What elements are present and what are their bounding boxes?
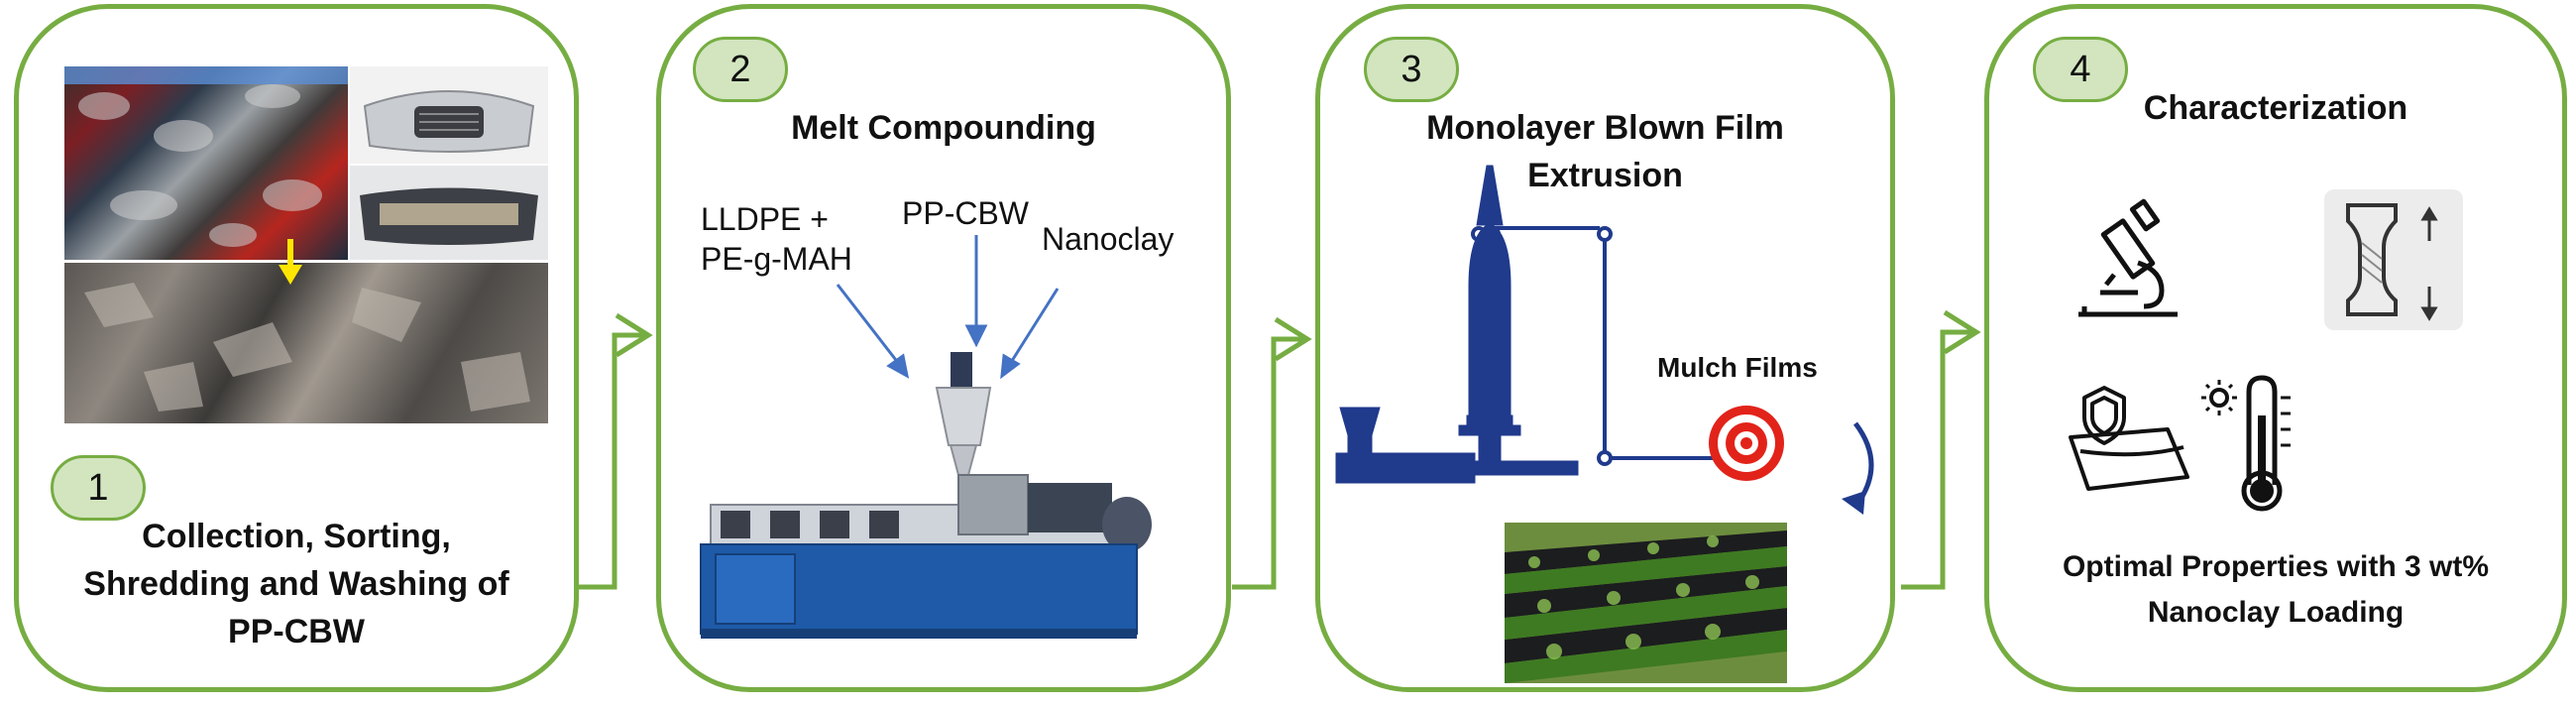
feed-arrow-nanoclay <box>1008 288 1060 365</box>
connector-2-3 <box>1232 336 1303 590</box>
car-front-bumper-photo <box>350 66 548 164</box>
step-1-caption-line-2: Shredding and Washing of <box>83 565 509 603</box>
connector-arrowhead-1 <box>615 312 653 358</box>
step-1-badge: 1 <box>51 455 146 521</box>
feed-arrow-lldpe <box>836 284 901 365</box>
compounding-graphic <box>700 235 1152 639</box>
connector-arrowhead-3 <box>1943 309 1981 355</box>
input-lldpe-line-2: PE-g-MAH <box>701 241 852 277</box>
step-1-caption: Collection, Sorting, Shredding and Washi… <box>39 513 554 655</box>
step-4-title: Characterization <box>2143 89 2408 127</box>
step-4-panel: 4 Characterization <box>1984 4 2567 692</box>
microscope-icon <box>2078 198 2178 317</box>
mulch-films-label: Mulch Films <box>1657 352 1818 383</box>
car-rear-bumper-photo <box>350 166 548 260</box>
step-3-title-line-1: Monolayer Blown Film <box>1426 109 1784 147</box>
connector-arrowhead-2 <box>1274 316 1312 362</box>
input-nanoclay-label: Nanoclay <box>1042 221 1175 257</box>
collection-arrow <box>279 239 302 285</box>
shredded-pp-cbw-photo <box>64 263 548 423</box>
step-2-panel: 2 Melt Compounding LLDPE + PE-g-MAH PP-C… <box>656 4 1231 692</box>
input-lldpe-line-1: LLDPE + <box>701 201 829 237</box>
mulch-film-roll-target <box>1709 406 1784 481</box>
blown-film-line-graphic <box>1335 165 1874 515</box>
connector-1-2 <box>573 332 644 590</box>
step-1-panel: 1 Collection, Sorting, Shredding and Was… <box>14 4 579 692</box>
step-3-title: Monolayer Blown Film Extrusion <box>1320 104 1890 199</box>
input-pp-cbw-label: PP-CBW <box>902 195 1029 231</box>
car-bumper-waste-photo <box>64 66 348 260</box>
input-lldpe-label: LLDPE + PE-g-MAH <box>701 199 852 279</box>
twin-screw-extruder <box>700 352 1152 639</box>
step-4-caption-line-2: Nanoclay Loading <box>2147 596 2405 629</box>
step-2-badge: 2 <box>693 37 788 102</box>
thermometer-sun-icon <box>2201 375 2291 512</box>
mulch-field-photo <box>1505 523 1787 683</box>
tensile-test-icon <box>2324 189 2463 330</box>
step-3-title-line-2: Extrusion <box>1527 157 1683 194</box>
step-1-caption-line-3: PP-CBW <box>228 613 365 650</box>
barrier-shield-icon <box>2069 386 2189 491</box>
step-2-title: Melt Compounding <box>791 109 1096 147</box>
step-1-caption-line-1: Collection, Sorting, <box>142 518 451 555</box>
connector-3-4 <box>1901 329 1972 590</box>
blown-film-extruder <box>1335 165 1579 484</box>
step-4-badge: 4 <box>2033 37 2128 102</box>
step-4-caption-line-1: Optimal Properties with 3 wt% <box>2062 550 2490 583</box>
step-3-badge: 3 <box>1364 37 1459 102</box>
step-4-caption: Optimal Properties with 3 wt% Nanoclay L… <box>1989 544 2562 636</box>
step-3-panel: 3 Monolayer Blown Film Extrusion <box>1315 4 1895 692</box>
